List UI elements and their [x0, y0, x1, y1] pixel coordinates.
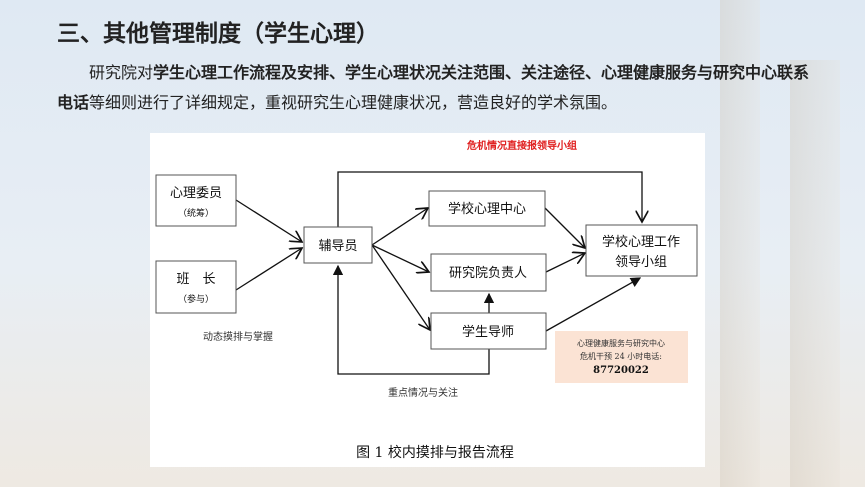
node-label: 班 长	[176, 272, 215, 287]
slide-title: 三、其他管理制度（学生心理）	[57, 21, 379, 47]
node-psych-committee	[155, 174, 237, 227]
crisis-label: 危机情况直接报领导小组	[467, 139, 577, 152]
node-institute-head	[430, 253, 547, 292]
background-column	[790, 60, 840, 487]
paragraph-prefix: 研究院对	[89, 63, 154, 82]
label-dynamic: 动态摸排与掌握	[203, 330, 273, 343]
node-label: 心理委员	[170, 186, 222, 201]
edge	[371, 244, 430, 330]
edge	[337, 171, 642, 227]
node-label: 研究院负责人	[449, 266, 527, 281]
edge	[544, 207, 585, 248]
edge	[235, 199, 302, 242]
hotline-line1: 心理健康服务与研究中心	[577, 338, 665, 348]
flow-diagram: 危机情况直接报领导小组 心理委员 （统筹） 班 长 （参与） 辅导员 学校心理中…	[150, 133, 705, 467]
paragraph-bold: 学生心理工作流程及安排、学生心理状况关注范围、关注途径、心理健康服务与研究中心联…	[57, 63, 810, 112]
node-label: 领导小组	[615, 255, 667, 270]
edge	[545, 277, 642, 332]
edge	[545, 253, 585, 273]
edge	[371, 208, 428, 246]
background-column	[720, 0, 760, 487]
diagram-svg: 危机情况直接报领导小组 心理委员 （统筹） 班 长 （参与） 辅导员 学校心理中…	[155, 139, 698, 461]
node-label: 学校心理中心	[448, 201, 526, 217]
node-label: 辅导员	[318, 239, 357, 254]
node-label: 学校心理工作	[602, 234, 680, 250]
edge	[235, 248, 302, 291]
label-focus: 重点情况与关注	[388, 386, 458, 399]
node-label: 学生导师	[462, 324, 514, 340]
edge	[371, 244, 429, 272]
node-monitor	[155, 260, 237, 314]
hotline-phone: 87720022	[593, 365, 649, 376]
node-advisor	[430, 312, 547, 350]
node-sublabel: （参与）	[178, 293, 214, 305]
figure-caption: 图 1 校内摸排与报告流程	[356, 444, 514, 461]
hotline-box	[555, 331, 688, 383]
body-paragraph: 研究院对学生心理工作流程及安排、学生心理状况关注范围、关注途径、心理健康服务与研…	[57, 58, 817, 118]
hotline-line2: 危机干预 24 小时电话:	[580, 351, 662, 361]
node-counselor	[303, 226, 373, 264]
node-school-center	[428, 190, 546, 227]
node-leader-group	[585, 224, 698, 277]
paragraph-suffix: 等细则进行了详细规定，重视研究生心理健康状况，营造良好的学术氛围。	[89, 93, 618, 112]
node-sublabel: （统筹）	[178, 207, 214, 219]
edge	[332, 264, 490, 375]
